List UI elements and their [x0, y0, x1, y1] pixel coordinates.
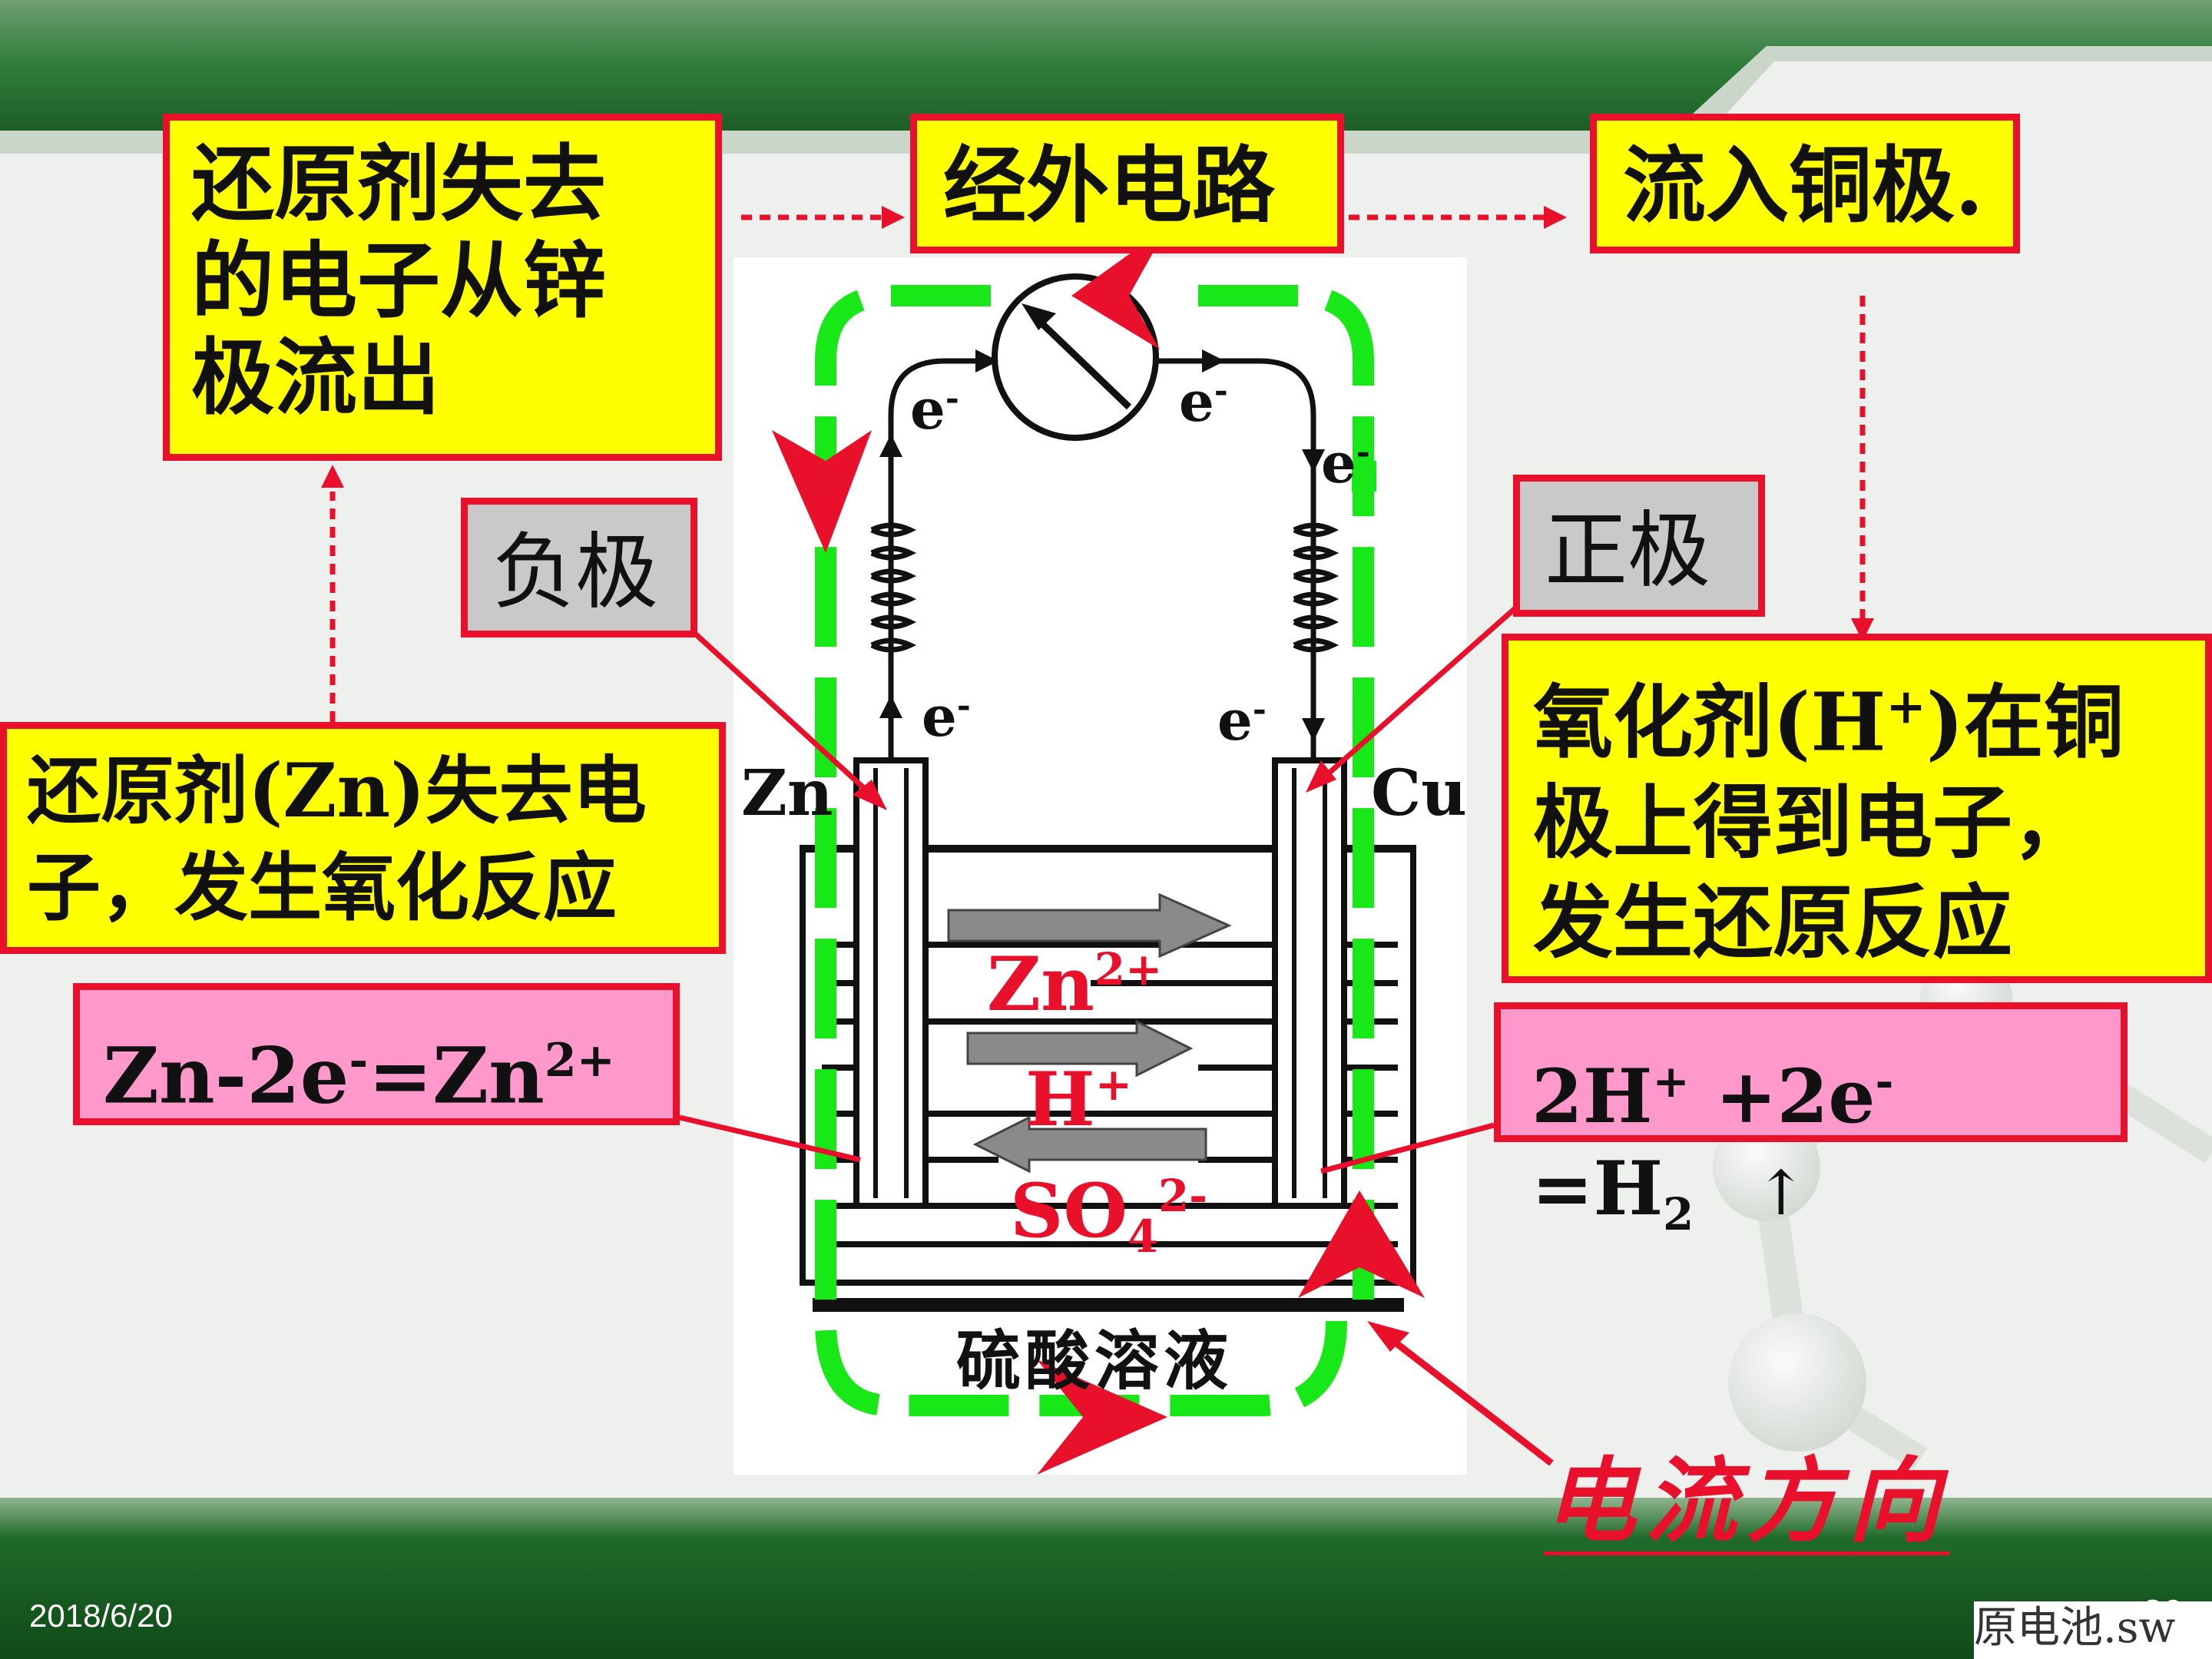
anode-equation-box: Zn-2e-=Zn2+ [73, 983, 680, 1125]
zn-oxidation-line-1: 还原剂(Zn)失去电 [27, 747, 647, 834]
footer-date: 2018/6/20 [29, 1598, 173, 1634]
current-direction-label: 电流方向 [1544, 1447, 1949, 1555]
electron-label-2: e- [1179, 369, 1228, 434]
zn-ion-label: Zn2+ [987, 941, 1162, 1028]
negative-electrode-box: 负极 [461, 498, 697, 637]
electron-label-1: e- [910, 376, 959, 442]
h-reduction-box: 氧化剂(H+)在铜 极上得到电子， 发生还原反应 [1502, 634, 2212, 983]
cathode-eq-b: +2e [1689, 1053, 1876, 1140]
zn-ion-sup: 2+ [1094, 943, 1163, 995]
into-copper-box: 流入铜极. [1590, 114, 2020, 253]
anode-eq-b: =Zn [368, 1030, 545, 1121]
e-sup: - [1214, 371, 1228, 410]
copper-label: Cu [1371, 757, 1467, 830]
so4-sup: 2- [1158, 1170, 1208, 1222]
e-sup: - [956, 686, 971, 725]
e-text: e [1217, 687, 1253, 753]
e-sup: - [1252, 690, 1267, 729]
current-direction-arrows [772, 227, 1425, 1475]
cathode-eq-c: =H [1532, 1145, 1664, 1232]
h-ion-sup: + [1094, 1058, 1132, 1111]
zinc-oxidation-box: 还原剂(Zn)失去电 子，发生氧化反应 [0, 722, 726, 954]
cathode-eq-sup1: + [1652, 1055, 1690, 1108]
reducer-line-3: 极流出 [191, 329, 441, 426]
e-sup: - [945, 379, 959, 418]
anode-eq-a: Zn-2e [103, 1030, 349, 1121]
positive-electrode-box: 正极 [1513, 475, 1765, 617]
reducer-electron-source-box: 还原剂失去 的电子从锌 极流出 [163, 114, 722, 461]
cathode-equation-box: 2H+ +2e- =H2 ↑ [1494, 1002, 2128, 1240]
electron-flow-arrows [879, 349, 1325, 741]
h-reduction-line-2: 极上得到电子， [1533, 774, 2093, 869]
external-circuit-box: 经外电路 [910, 114, 1344, 253]
h-reduction-line-3: 发生还原反应 [1533, 874, 2013, 969]
e-text: e [922, 684, 957, 749]
h-ion-label: H+ [1025, 1056, 1132, 1143]
pointer-lines [679, 604, 1554, 1466]
dotted-connector-heads [321, 206, 1874, 641]
cathode-eq-sup2: - [1875, 1055, 1894, 1108]
footer-title: 原电池.sw [1974, 1601, 2212, 1659]
current-loop [815, 285, 1374, 1416]
electron-label-4: e- [922, 684, 971, 749]
ion-migration-arrows [947, 892, 1232, 1174]
zn-ion-text: Zn [987, 941, 1094, 1028]
copper-electrode [1272, 757, 1347, 1209]
h-reduction-sup: + [1886, 677, 1926, 734]
e-text: e [1321, 430, 1356, 495]
electron-label-3: e- [1321, 430, 1370, 495]
zinc-label: Zn [741, 757, 833, 830]
sulfate-ion-label: SO42- [1010, 1167, 1207, 1263]
cathode-eq-sub: 2 [1663, 1188, 1694, 1241]
anode-eq-sup2: 2+ [544, 1034, 615, 1088]
zn-oxidation-line-2: 子，发生氧化反应 [27, 844, 617, 931]
h-reduction-line-1a: 氧化剂(H [1533, 674, 1886, 770]
e-sup: - [1356, 432, 1370, 472]
external-wire [870, 358, 1339, 760]
solution-label: 硫酸溶液 [956, 1323, 1233, 1399]
cathode-eq-a: 2H [1532, 1053, 1653, 1140]
reducer-line-2: 的电子从锌 [191, 233, 607, 329]
electron-label-5: e- [1217, 687, 1267, 753]
e-text: e [910, 376, 945, 442]
h-reduction-line-1: 氧化剂(H+)在铜 [1533, 656, 2205, 773]
current-loop-plain [1352, 461, 1376, 492]
e-text: e [1179, 369, 1214, 434]
reducer-line-1: 还原剂失去 [191, 136, 607, 233]
so4-sub: 4 [1127, 1210, 1159, 1263]
anode-eq-sup1: - [349, 1034, 369, 1088]
zinc-electrode [853, 757, 929, 1209]
h-ion-text: H [1025, 1056, 1095, 1143]
gas-up-arrow: ↑ [1755, 1157, 1807, 1229]
h-reduction-line-1b: )在铜 [1926, 674, 2124, 770]
so4-text: SO [1010, 1167, 1128, 1254]
